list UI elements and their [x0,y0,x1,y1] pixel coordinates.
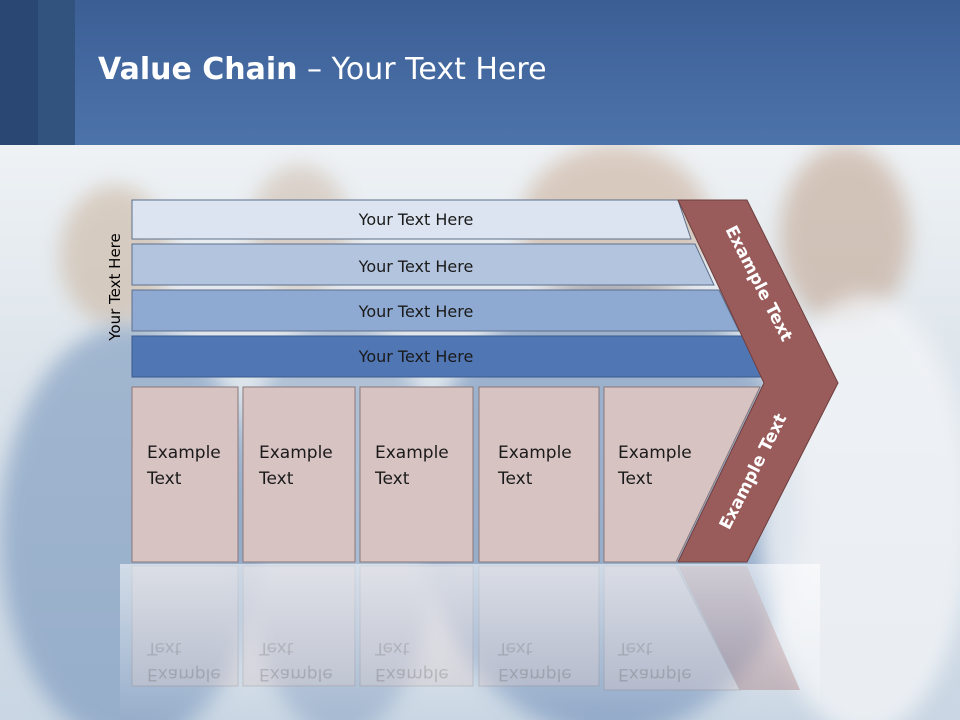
box-2-line2: Text [258,469,294,489]
box-1-line2: Text [146,469,182,489]
box-1-line1: Example [147,443,221,463]
bar-3 [131,289,740,332]
slide-title-bold: Value Chain [98,52,298,87]
box-4 [478,386,600,563]
bar-4-label: Your Text Here [358,347,474,366]
box-4-line2: Text [497,469,533,489]
box-5-line2: Text [617,469,653,489]
box-3-line2: Text [374,469,410,489]
value-chevron [677,199,839,563]
bar-3-label: Your Text Here [358,302,474,321]
header-accent-stripe [38,0,75,145]
box-5-line1: Example [618,443,692,463]
box-4-line1: Example [498,443,572,463]
box-2 [242,386,356,563]
bar-1-label: Your Text Here [358,210,474,229]
box-2-line1: Example [259,443,333,463]
box-3-line1: Example [375,443,449,463]
box-5 [603,386,761,563]
slide-title-rest: – Your Text Here [297,52,547,87]
header-accent-stripe [0,0,38,145]
slide-title: Value Chain – Your Text Here [98,52,547,87]
box-3 [359,386,474,563]
box-1 [131,386,239,563]
bar-1 [131,199,692,240]
header-band: Value Chain – Your Text Here [0,0,960,145]
bar-2 [131,243,715,286]
bar-2-label: Your Text Here [358,257,474,276]
